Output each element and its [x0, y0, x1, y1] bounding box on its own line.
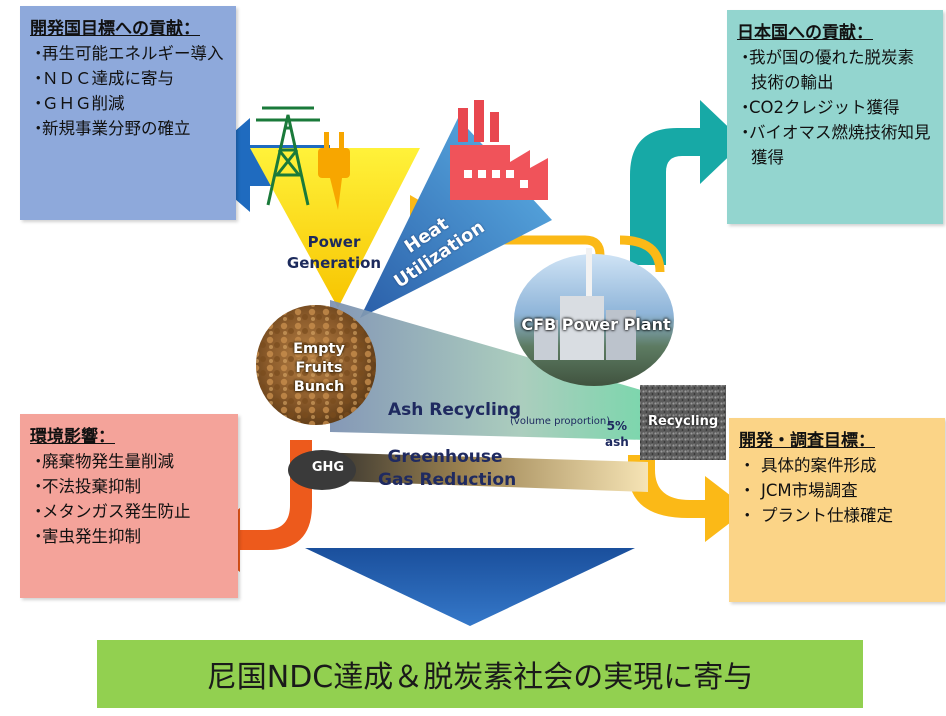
recycling-label: Recycling [648, 414, 719, 429]
list-item: ・新規事業分野の確立 [30, 119, 191, 138]
ghg-band [310, 452, 648, 492]
ghg-label: GHG [311, 460, 345, 475]
volume-proportion-label: (volume proportion) [510, 416, 611, 427]
list-item: 獲得 [751, 148, 784, 167]
japan-contribution-box: 日本国への貢献： ・我が国の優れた脱炭素 技術の輸出 ・CO2クレジット獲得 ・… [727, 10, 943, 224]
list-item: ・メタンガス発生防止 [30, 502, 191, 521]
list-item: 技術の輸出 [751, 73, 834, 92]
ash-percentage-label: 5%ash [605, 419, 629, 449]
list-item: ・再生可能エネルギー導入 [30, 44, 224, 63]
power-funnel [250, 148, 420, 308]
list-item: ・不法投棄抑制 [30, 477, 141, 496]
down-arrow [305, 548, 635, 626]
conclusion-banner: 尼国NDC達成＆脱炭素社会の実現に寄与 [97, 640, 863, 708]
recycling-photo [640, 385, 726, 460]
developing-country-goals-box: 開発国目標への貢献： ・再生可能エネルギー導入 ・ＮＤＣ達成に寄与 ・ＧＨＧ削減… [20, 6, 236, 220]
box-title: 開発国目標への貢献： [30, 19, 200, 39]
list-item: ・プラント仕様確定 [739, 506, 893, 525]
cfb-photo [514, 248, 674, 386]
power-tower-icon [256, 106, 320, 206]
cfb-power-plant-label: CFB Power Plant [521, 315, 671, 334]
list-item: ・JCM市場調査 [739, 481, 858, 500]
plug-icon [318, 132, 350, 210]
list-item: ・CO2クレジット獲得 [737, 98, 900, 117]
orange-arrow [628, 455, 748, 542]
list-item: ・我が国の優れた脱炭素 [737, 48, 914, 67]
list-item: ・廃棄物発生量削減 [30, 452, 174, 471]
environmental-impact-box: 環境影響： ・廃棄物発生量削減 ・不法投棄抑制 ・メタンガス発生防止 ・害虫発生… [20, 414, 238, 598]
box-title: 環境影響： [30, 427, 115, 447]
ash-recycling-label: Ash Recycling [388, 400, 522, 420]
ash-band [330, 300, 648, 440]
list-item: ・具体的案件形成 [739, 456, 877, 475]
teal-arrow [630, 100, 744, 265]
development-research-goals-box: 開発・調査目標： ・具体的案件形成 ・JCM市場調査 ・プラント仕様確定 [729, 418, 945, 602]
list-item: ・バイオマス燃焼技術知見 [737, 123, 931, 142]
box-title: 日本国への貢献： [737, 23, 873, 43]
list-item: ・ＧＨＧ削減 [30, 94, 125, 113]
list-item: ・害虫発生抑制 [30, 527, 141, 546]
ghg-pill [288, 450, 356, 490]
box-title: 開発・調査目標： [739, 431, 875, 451]
factory-icon [450, 100, 548, 200]
list-item: ・ＮＤＣ達成に寄与 [30, 69, 174, 88]
